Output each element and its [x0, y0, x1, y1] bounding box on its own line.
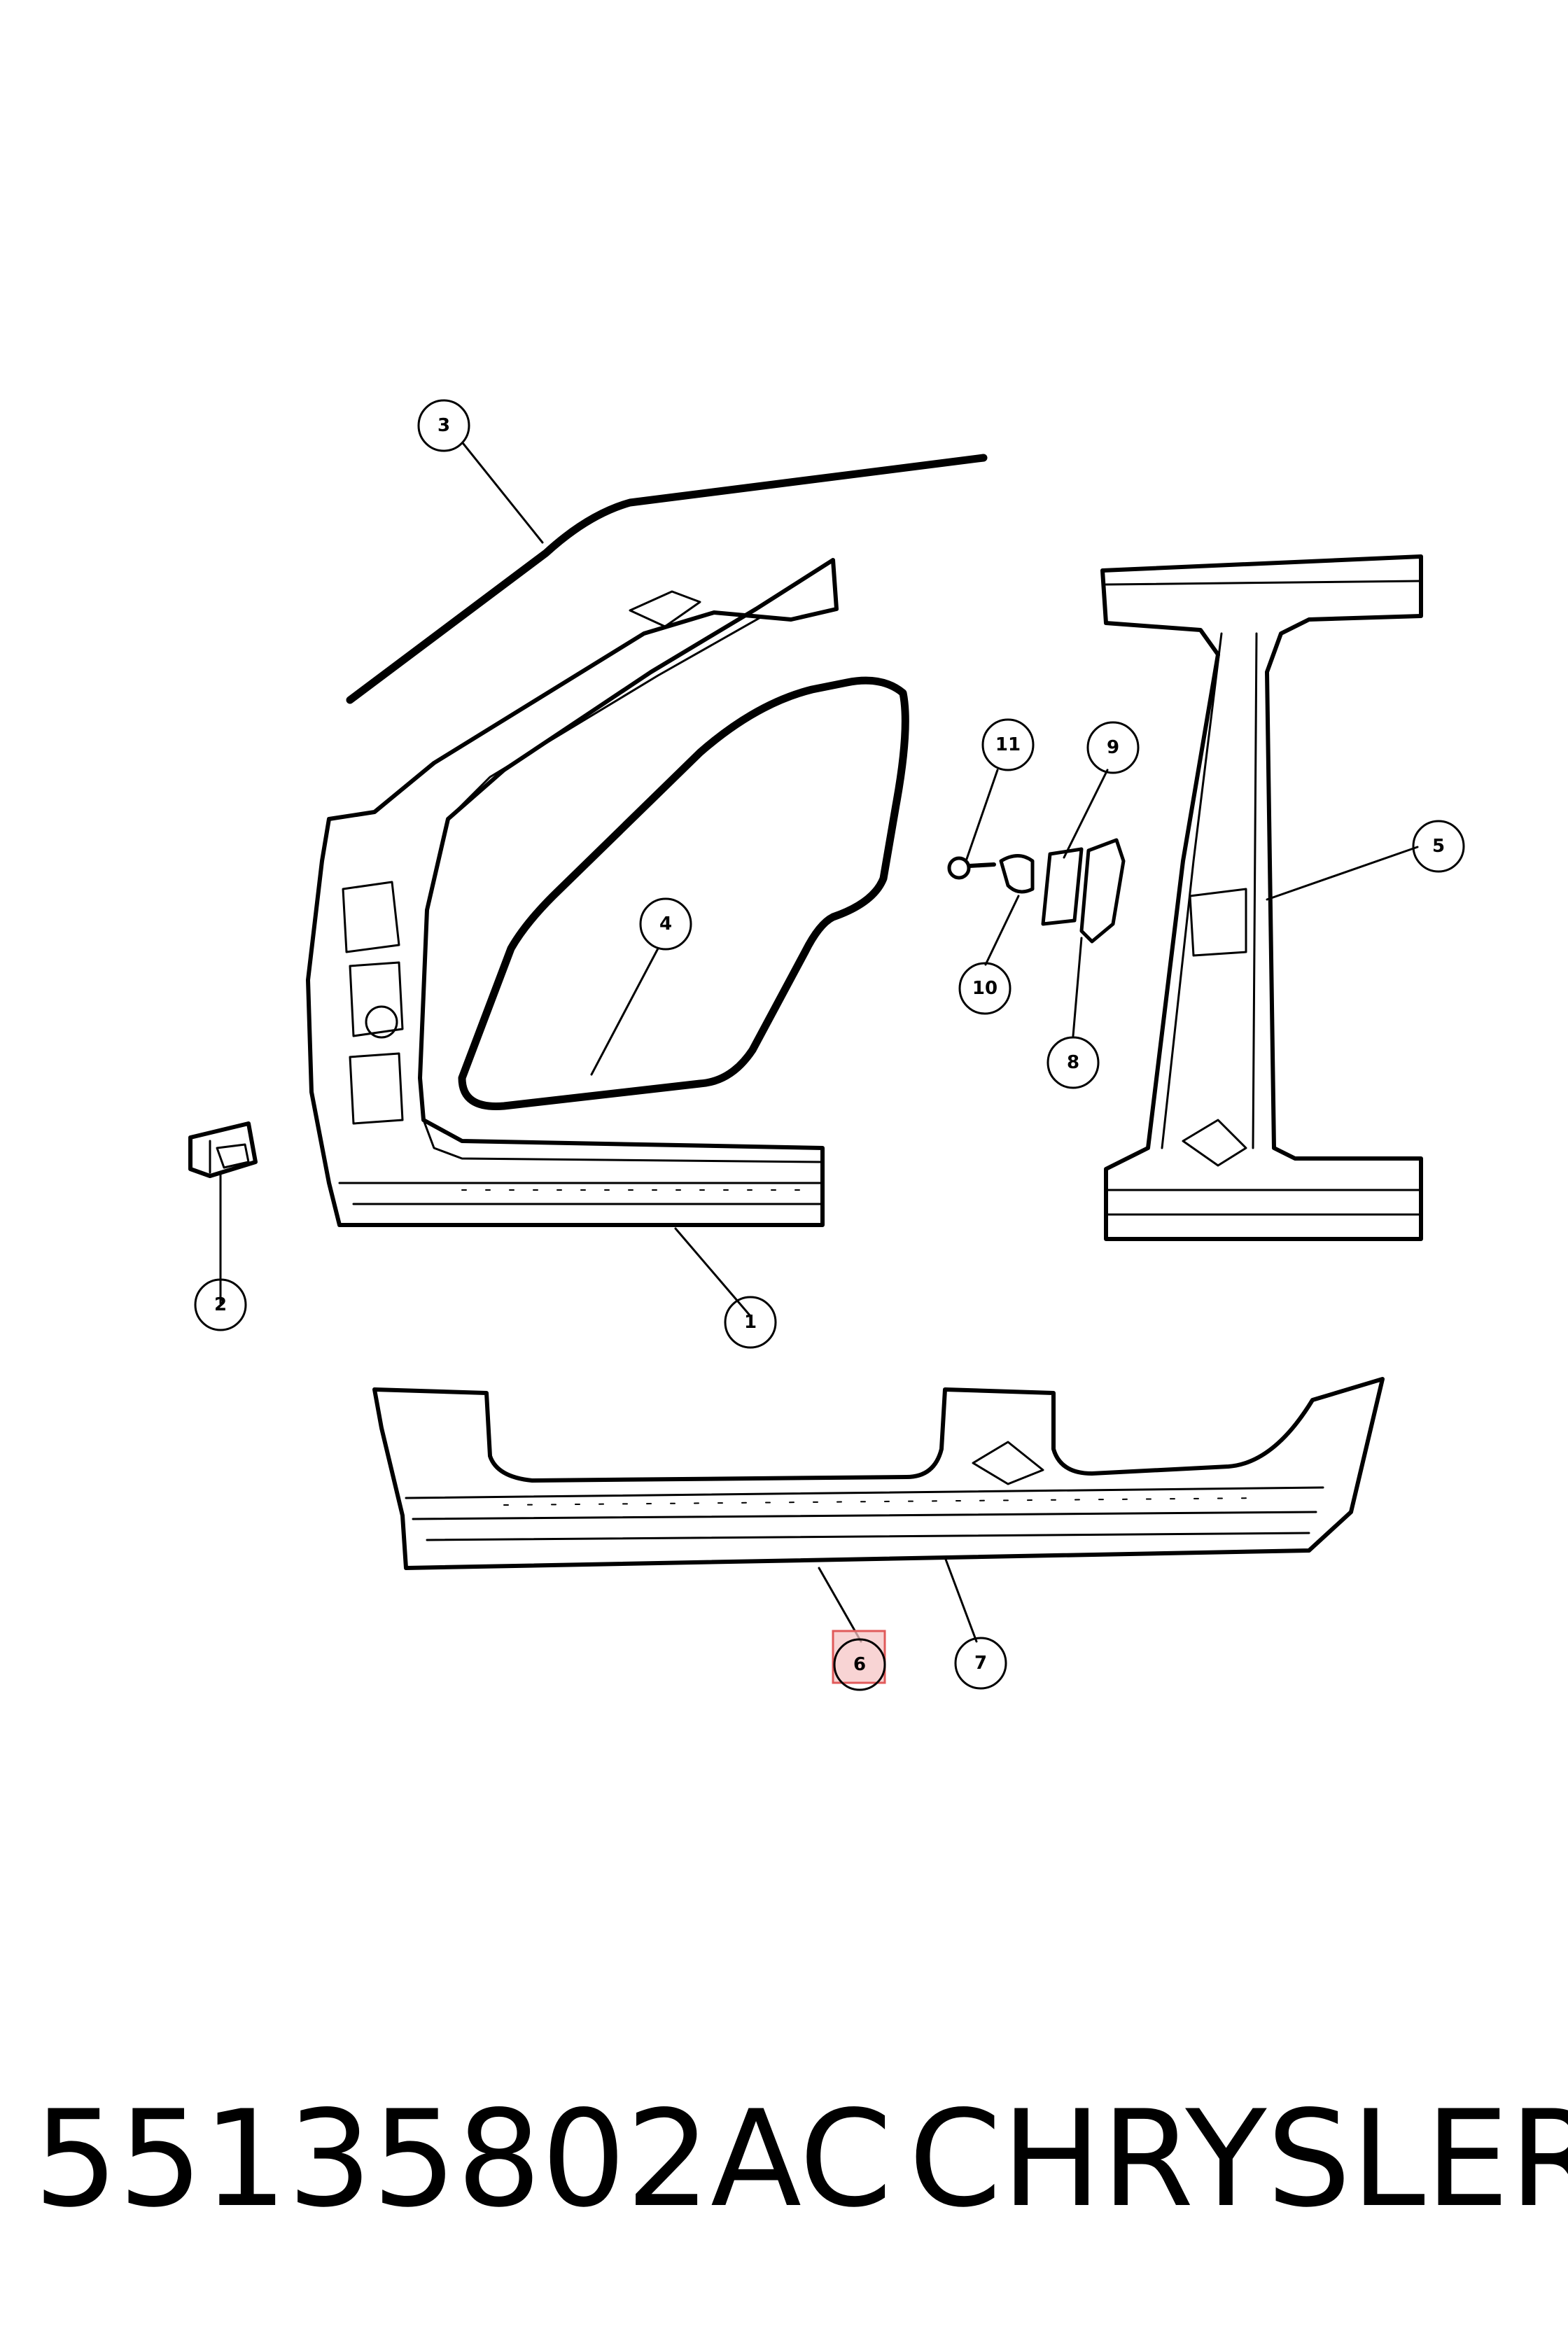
- callout-6-label: 6: [853, 1654, 866, 1675]
- callout-9-circle[interactable]: [1086, 721, 1140, 774]
- callout-8-label: 8: [1067, 1052, 1079, 1073]
- callout-7-label: 7: [974, 1653, 987, 1674]
- callout-6-circle[interactable]: [833, 1638, 886, 1691]
- callout-10-circle[interactable]: [958, 962, 1011, 1015]
- shim-part-9: [1041, 847, 1084, 926]
- part-number: 55135802AC: [34, 2082, 892, 2236]
- roof-weatherstrip: [346, 454, 988, 704]
- front-door-weatherstrip: [458, 676, 909, 1110]
- callout-5-circle[interactable]: [1412, 820, 1465, 873]
- callout-11-circle[interactable]: [981, 718, 1035, 771]
- bracket-part-2: [188, 1121, 258, 1178]
- sill-panel: [372, 1377, 1385, 1570]
- callout-1-label: 1: [744, 1312, 757, 1333]
- plate-part-8: [1079, 838, 1126, 944]
- callout-10-label: 10: [972, 978, 997, 999]
- callout-5-label: 5: [1432, 836, 1445, 857]
- callout-3-circle[interactable]: [417, 399, 470, 452]
- callout-8-circle[interactable]: [1046, 1036, 1100, 1089]
- bolt-part-11: [947, 856, 971, 880]
- callout-1-circle[interactable]: [724, 1296, 777, 1349]
- callout-7-circle[interactable]: [954, 1637, 1007, 1690]
- brand-name: CHRYSLER: [909, 2082, 1568, 2236]
- callout-3-label: 3: [438, 415, 450, 436]
- callout-11-label: 11: [995, 734, 1021, 755]
- front-body-side-panel: [306, 558, 839, 1227]
- callout-2-label: 2: [214, 1294, 227, 1315]
- callout-4-label: 4: [659, 913, 672, 934]
- callout-9-label: 9: [1107, 737, 1119, 758]
- caption: 55135802AC CHRYSLER: [0, 2072, 1568, 2247]
- callout-4-circle[interactable]: [639, 897, 692, 951]
- nut-part-10: [999, 854, 1035, 894]
- hinge-hardware: [947, 838, 1126, 944]
- b-pillar-panel: [1100, 554, 1423, 1241]
- callout-2-circle[interactable]: [194, 1278, 247, 1331]
